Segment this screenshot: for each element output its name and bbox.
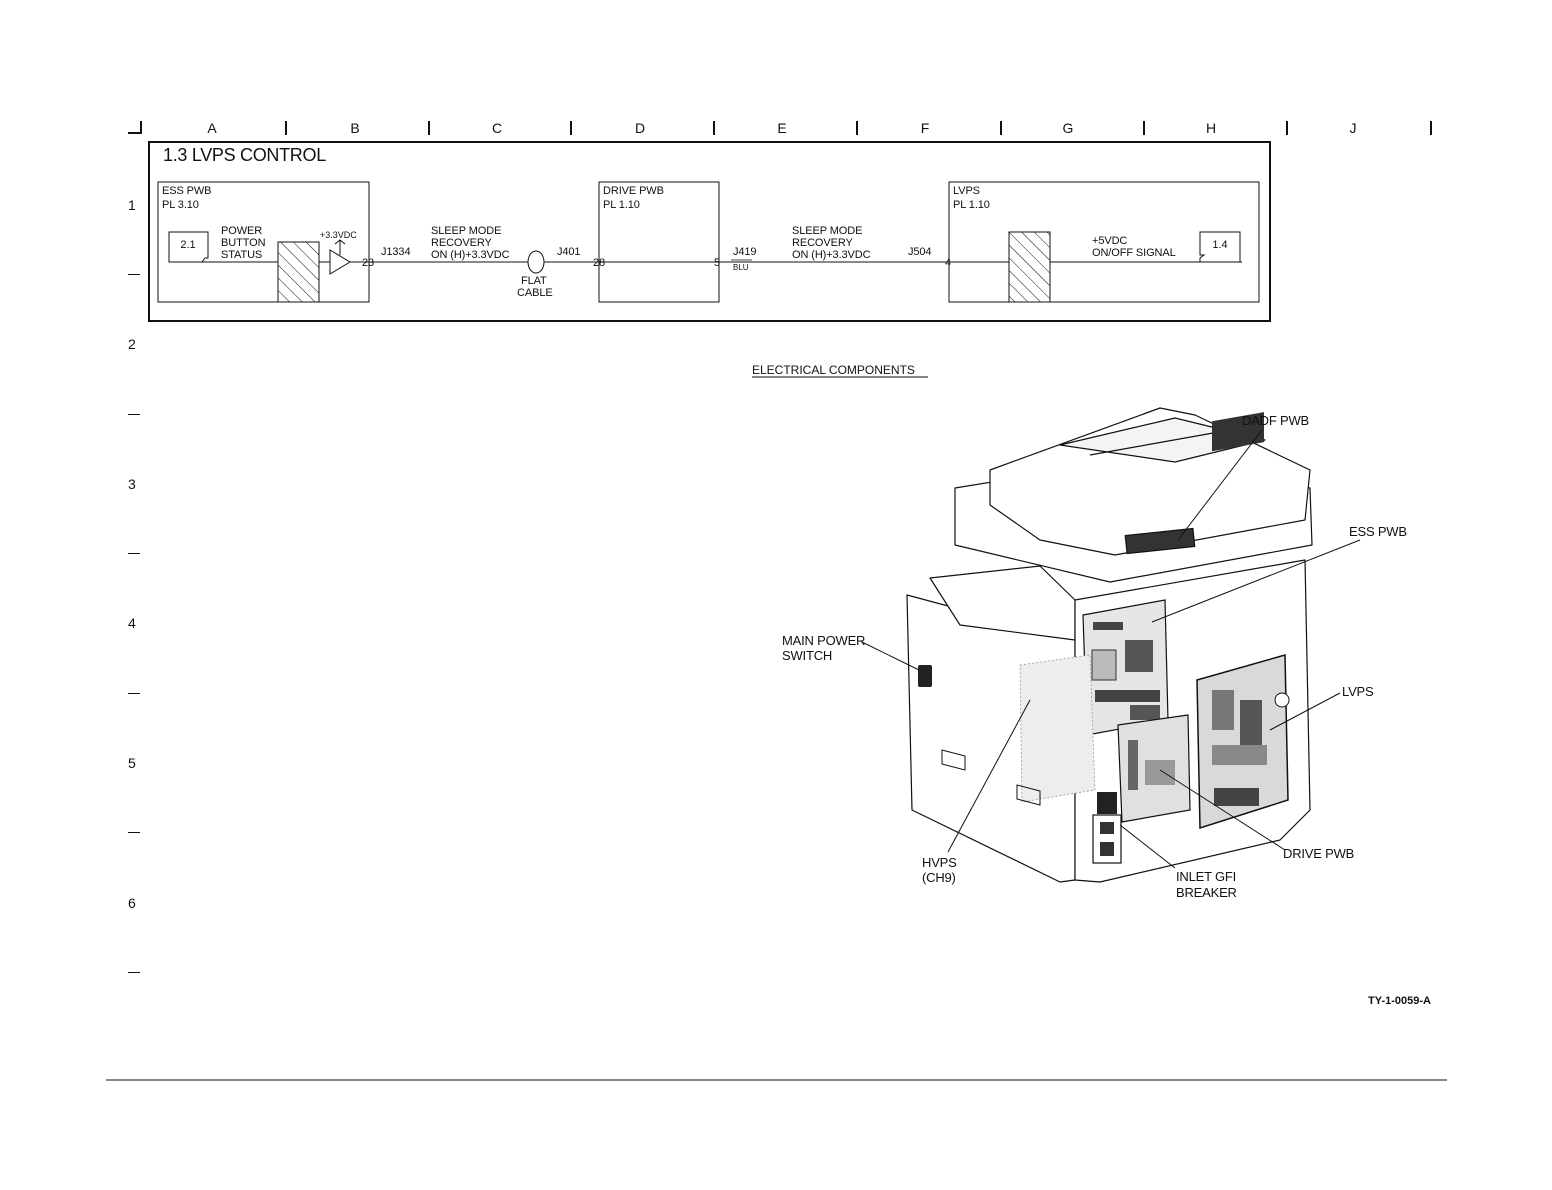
ref-out-number: 1.4: [1212, 239, 1228, 251]
drive-pwb-board: [1117, 714, 1191, 823]
grid-corner-mark: [128, 132, 141, 134]
connector-j401: J401: [557, 246, 581, 258]
ess-pwb-box: [157, 181, 370, 303]
column-label-g: G: [1062, 120, 1074, 136]
lvps-ic-hatched: [1008, 231, 1051, 303]
callout-ess-pwb: ESS PWB: [1349, 524, 1407, 539]
column-separator: [1430, 121, 1432, 135]
callout-drive-pwb: DRIVE PWB: [1283, 846, 1355, 861]
schematic-title: 1.3 LVPS CONTROL: [163, 145, 326, 165]
row-separator: [128, 693, 140, 694]
column-separator: [1000, 121, 1002, 135]
column-separator: [1143, 121, 1145, 135]
ess-pwb-label: ESS PWB: [162, 185, 212, 197]
buffer-gate: [329, 249, 351, 275]
callout-dadf-pwb: DADF PWB: [1242, 413, 1310, 428]
flat-cable-line2: CABLE: [517, 287, 553, 299]
connector-j504: J504: [908, 246, 932, 258]
components-heading: ELECTRICAL COMPONENTS: [752, 363, 915, 377]
ess-ic-hatched: [277, 241, 320, 303]
main-power-switch: [918, 665, 932, 687]
row-separator: [128, 832, 140, 833]
power-button-status-line3: STATUS: [221, 249, 263, 261]
column-separator: [570, 121, 572, 135]
sleep-mode-2-line1: SLEEP MODE: [792, 225, 863, 237]
flat-cable-line1: FLAT: [521, 275, 547, 287]
connector-j419: J419: [733, 246, 757, 258]
hvps-board: [1019, 654, 1096, 803]
onoff-signal-line2: ON/OFF SIGNAL: [1092, 247, 1176, 259]
grid-corner-mark-vertical: [140, 121, 142, 134]
column-label-e: E: [777, 120, 787, 136]
column-separator: [713, 121, 715, 135]
row-label-1: 1: [128, 197, 136, 213]
row-label-6: 6: [128, 895, 136, 911]
figure-id: TY-1-0059-A: [1368, 995, 1431, 1007]
dadf-pwb-board: [1124, 527, 1196, 555]
callout-main-power-switch-line2: SWITCH: [782, 648, 833, 663]
drive-pwb-box: [598, 181, 720, 303]
callout-hvps-line2: (CH9): [922, 870, 956, 885]
column-separator: [1286, 121, 1288, 135]
row-separator: [128, 972, 140, 973]
supply-voltage-label: +3.3VDC: [320, 230, 357, 240]
row-label-5: 5: [128, 755, 136, 771]
ref-flag-out: [1199, 231, 1241, 263]
sleep-mode-1-line1: SLEEP MODE: [431, 225, 502, 237]
ess-pwb-board: [1082, 599, 1169, 736]
pin-4: 4: [945, 257, 952, 269]
lvps-board: [1196, 654, 1290, 830]
lvps-pl: PL 1.10: [953, 199, 990, 211]
column-label-j: J: [1349, 120, 1357, 136]
column-label-c: C: [491, 120, 503, 136]
column-label-a: A: [207, 120, 217, 136]
pin-5: 5: [714, 257, 721, 269]
callout-main-power-switch-line1: MAIN POWER: [782, 633, 866, 648]
column-label-f: F: [920, 120, 930, 136]
vent-grille: [1212, 412, 1264, 452]
row-separator: [128, 274, 140, 275]
power-button-status-line2: BUTTON: [221, 237, 266, 249]
sleep-mode-2-line2: RECOVERY: [792, 237, 853, 249]
drive-pwb-pl: PL 1.10: [603, 199, 640, 211]
column-label-b: B: [350, 120, 360, 136]
column-separator: [285, 121, 287, 135]
lvps-label: LVPS: [953, 185, 980, 197]
pin-23: 23: [362, 257, 375, 269]
callout-hvps-line1: HVPS: [922, 855, 957, 870]
drive-pwb-label: DRIVE PWB: [603, 185, 664, 197]
connector-j1334: J1334: [381, 246, 411, 258]
row-label-4: 4: [128, 615, 136, 631]
callout-inlet-gfi-line2: BREAKER: [1176, 885, 1237, 900]
column-label-d: D: [634, 120, 646, 136]
row-separator: [128, 414, 140, 415]
sleep-mode-2-line3: ON (H)+3.3VDC: [792, 249, 871, 261]
lvps-box: [948, 181, 1260, 303]
column-label-h: H: [1205, 120, 1217, 136]
power-button-status-line1: POWER: [221, 225, 263, 237]
sleep-mode-1-line2: RECOVERY: [431, 237, 492, 249]
ref-in-number: 2.1: [180, 239, 196, 251]
row-label-3: 3: [128, 476, 136, 492]
sleep-mode-1-line3: ON (H)+3.3VDC: [431, 249, 510, 261]
wire-color-blu: BLU: [733, 263, 749, 272]
ess-pwb-pl: PL 3.10: [162, 199, 199, 211]
row-separator: [128, 553, 140, 554]
row-label-2: 2: [128, 336, 136, 352]
inlet-gfi-breaker: [1092, 792, 1122, 864]
callout-inlet-gfi-line1: INLET GFI: [1176, 869, 1237, 884]
onoff-signal-line1: +5VDC: [1092, 235, 1128, 247]
schematic-frame: [148, 141, 1271, 322]
column-separator: [428, 121, 430, 135]
pin-28: 28: [593, 257, 606, 269]
callout-lvps: LVPS: [1342, 684, 1374, 699]
column-separator: [856, 121, 858, 135]
ref-flag-in: [168, 231, 209, 263]
